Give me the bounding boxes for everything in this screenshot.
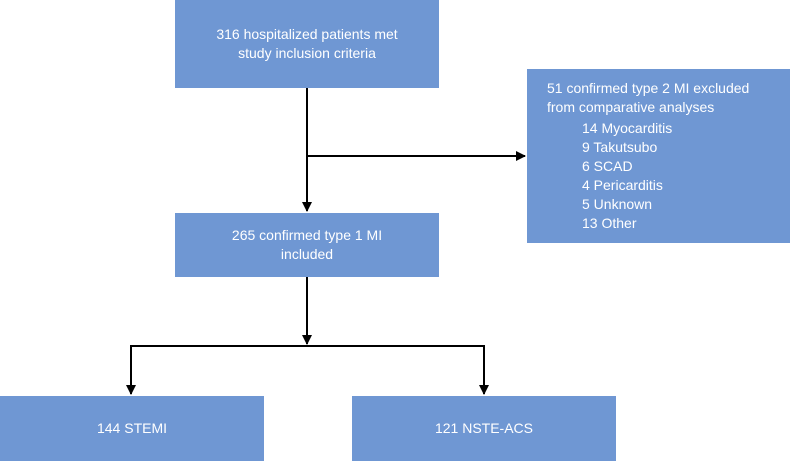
- box-type1-included: 265 confirmed type 1 MI included: [175, 213, 439, 277]
- list-item: 9 Takutsubo: [582, 139, 658, 155]
- list-item: 14 Myocarditis: [582, 120, 673, 136]
- list-item: 6 SCAD: [582, 158, 633, 174]
- box-hospitalized-line1: 316 hospitalized patients met: [216, 26, 398, 42]
- box-excluded-line1: 51 confirmed type 2 MI excluded: [547, 80, 750, 96]
- box-hospitalized-line2: study inclusion criteria: [238, 45, 376, 61]
- excluded-reasons-list: 14 Myocarditis 9 Takutsubo 6 SCAD 4 Peri…: [582, 119, 672, 233]
- box-stemi-label: 144 STEMI: [96, 420, 168, 436]
- box-excluded-line2: from comparative analyses: [547, 99, 715, 115]
- box-hospitalized-patients: 316 hospitalized patients met study incl…: [175, 0, 439, 88]
- box-stemi: 144 STEMI: [0, 396, 264, 461]
- box-nste-acs-label: 121 NSTE-ACS: [434, 420, 534, 436]
- box-included-line1: 265 confirmed type 1 MI: [231, 227, 383, 243]
- list-item: 4 Pericarditis: [582, 177, 663, 193]
- box-nste-acs: 121 NSTE-ACS: [352, 396, 616, 461]
- box-included-line2: included: [280, 246, 334, 262]
- list-item: 13 Other: [582, 215, 637, 231]
- list-item: 5 Unknown: [582, 196, 653, 212]
- box-type2-excluded: 51 confirmed type 2 MI excluded from com…: [527, 69, 790, 243]
